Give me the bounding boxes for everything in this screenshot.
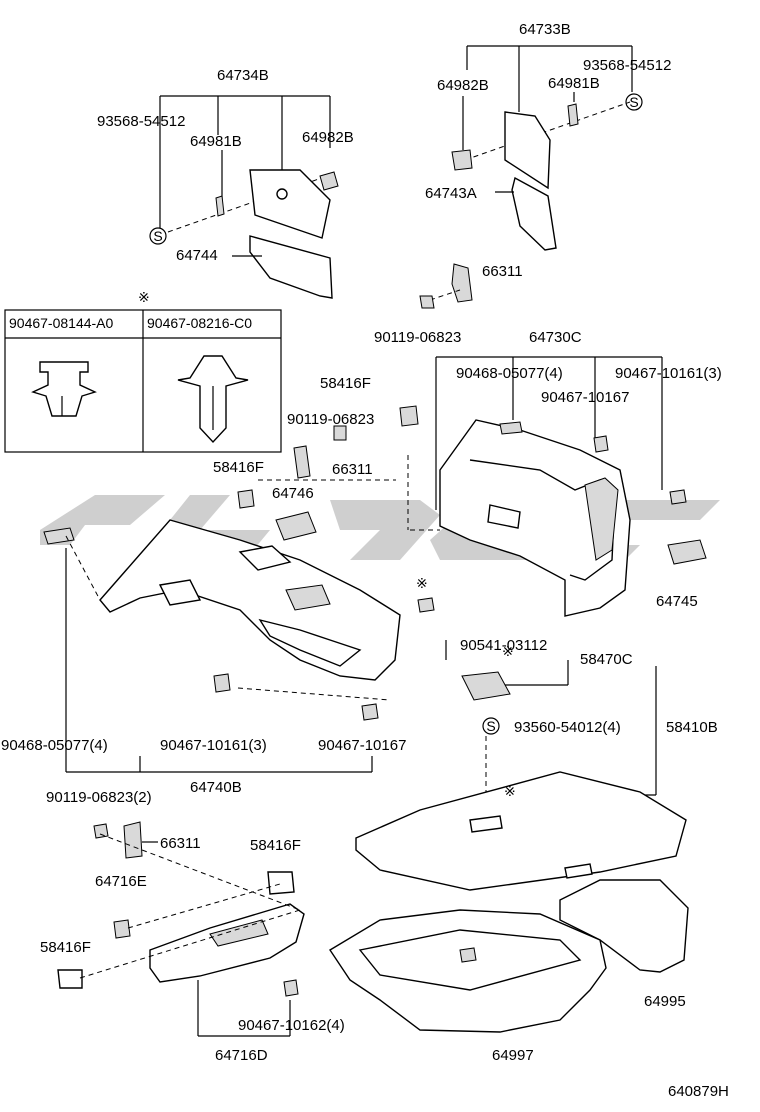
- label-93568-top: 93568-54512: [583, 57, 671, 74]
- label-64982B-top: 64982B: [437, 77, 489, 94]
- label-64981B-top: 64981B: [548, 75, 600, 92]
- label-90467-10162: 90467-10162(4): [238, 1017, 345, 1034]
- label-66311-b: 66311: [332, 461, 373, 478]
- label-90541: 90541-03112: [460, 637, 547, 654]
- asterisk-latch: ※: [502, 643, 514, 659]
- label-58416F-b: 58416F: [213, 459, 264, 476]
- tray-64995: [559, 879, 689, 973]
- grommet-58416F-top: [399, 405, 419, 427]
- label-90467-10167-right: 90467-10167: [541, 389, 629, 406]
- label-93568-left: 93568-54512: [97, 113, 185, 130]
- group-64716D: [57, 821, 305, 1037]
- grommet-58416F-center: [237, 489, 255, 509]
- label-64730C: 64730C: [529, 329, 582, 346]
- label-66311-a: 66311: [482, 263, 523, 280]
- clip-right-2: [669, 489, 687, 505]
- label-64716E: 64716E: [95, 873, 147, 890]
- panel-64734B: [249, 169, 331, 239]
- label-64981B-left: 64981B: [190, 133, 242, 150]
- asterisk-table: ※: [138, 289, 150, 305]
- s-mark-mid: [482, 717, 500, 735]
- label-90468-left: 90468-05077(4): [1, 737, 108, 754]
- part-labels: 64733B 93568-54512 64982B 64981B 64743A …: [1, 21, 729, 1100]
- label-64744: 64744: [176, 247, 218, 264]
- label-64743A: 64743A: [425, 185, 477, 202]
- label-58416F-c: 58416F: [250, 837, 301, 854]
- label-64716D: 64716D: [215, 1047, 268, 1064]
- label-90119-c: 90119-06823(2): [46, 789, 152, 806]
- table-col2-label: 90467-08216-C0: [147, 315, 252, 331]
- clip-icon-08144: [31, 361, 97, 417]
- cover-64745: [667, 539, 707, 565]
- s-mark-left: [149, 227, 167, 245]
- label-64733B: 64733B: [519, 21, 571, 38]
- label-90467-10161-left: 90467-10161(3): [160, 737, 267, 754]
- clip-table: [4, 309, 282, 453]
- label-64746: 64746: [272, 485, 314, 502]
- clip-64981B-top: [567, 103, 579, 127]
- grommet-64982B-left: [319, 171, 339, 191]
- latch-58470C: [461, 671, 511, 701]
- grommet-58416F-left: [57, 969, 83, 989]
- label-64740B: 64740B: [190, 779, 242, 796]
- table-col1-label: 90467-08144-A0: [9, 315, 114, 331]
- bolt-90119-mid: [333, 425, 347, 441]
- s-circle-marks: S S S: [149, 93, 643, 735]
- floor-trim-64740B: [99, 519, 401, 681]
- s-mark-mid-text: S: [486, 718, 495, 734]
- clip-10167-left: [361, 703, 379, 721]
- label-66311-c: 66311: [160, 835, 201, 852]
- label-90468-right: 90468-05077(4): [456, 365, 563, 382]
- cover-64746: [275, 511, 317, 541]
- label-64995: 64995: [644, 993, 686, 1010]
- bracket-66311-mid: [293, 445, 311, 479]
- pad-64744: [249, 235, 333, 299]
- group-64730C: [407, 263, 707, 617]
- label-diagram-code: 640879H: [668, 1083, 729, 1100]
- label-64734B: 64734B: [217, 67, 269, 84]
- clip-10162: [283, 979, 299, 997]
- s-mark-left-text: S: [153, 228, 162, 244]
- asterisk-deck: ※: [504, 783, 516, 799]
- pad-64743A: [511, 176, 557, 251]
- clip-64981B-left: [215, 195, 225, 217]
- label-64745: 64745: [656, 593, 698, 610]
- asterisk-marks: ※ ※ ※ ※: [138, 289, 516, 799]
- label-58470C: 58470C: [580, 651, 633, 668]
- label-90119-a: 90119-06823: [374, 329, 461, 346]
- asterisk-center: ※: [416, 575, 428, 591]
- s-mark-top: [625, 93, 643, 111]
- bracket-66311-top: [451, 263, 473, 303]
- clip-10161-left: [213, 673, 231, 693]
- group-64734B: [159, 95, 339, 299]
- label-58416F-a: 58416F: [320, 375, 371, 392]
- bracket-66311-bottom: [123, 821, 143, 859]
- label-90467-10167-left: 90467-10167: [318, 737, 406, 754]
- group-64740B: [43, 405, 435, 773]
- label-64997: 64997: [492, 1047, 534, 1064]
- group-58410B: [329, 640, 689, 1033]
- clip-right-1: [593, 435, 609, 453]
- grommet-58416F-right: [267, 871, 295, 895]
- label-93560: 93560-54012(4): [514, 719, 621, 736]
- bolt-90119-top: [419, 295, 435, 309]
- clip-64716E: [113, 919, 131, 939]
- label-58416F-d: 58416F: [40, 939, 91, 956]
- label-64982B-left: 64982B: [302, 129, 354, 146]
- label-58410B: 58410B: [666, 719, 718, 736]
- deck-board-58410B: [355, 771, 687, 891]
- group-64733B: [451, 45, 633, 251]
- panel-64733B: [504, 111, 551, 190]
- label-90467-10161-right: 90467-10161(3): [615, 365, 722, 382]
- grommet-64982B-top: [451, 149, 473, 171]
- s-mark-top-text: S: [629, 94, 638, 110]
- bolt-90119-bottom: [93, 823, 109, 839]
- label-90119-b: 90119-06823: [287, 411, 374, 428]
